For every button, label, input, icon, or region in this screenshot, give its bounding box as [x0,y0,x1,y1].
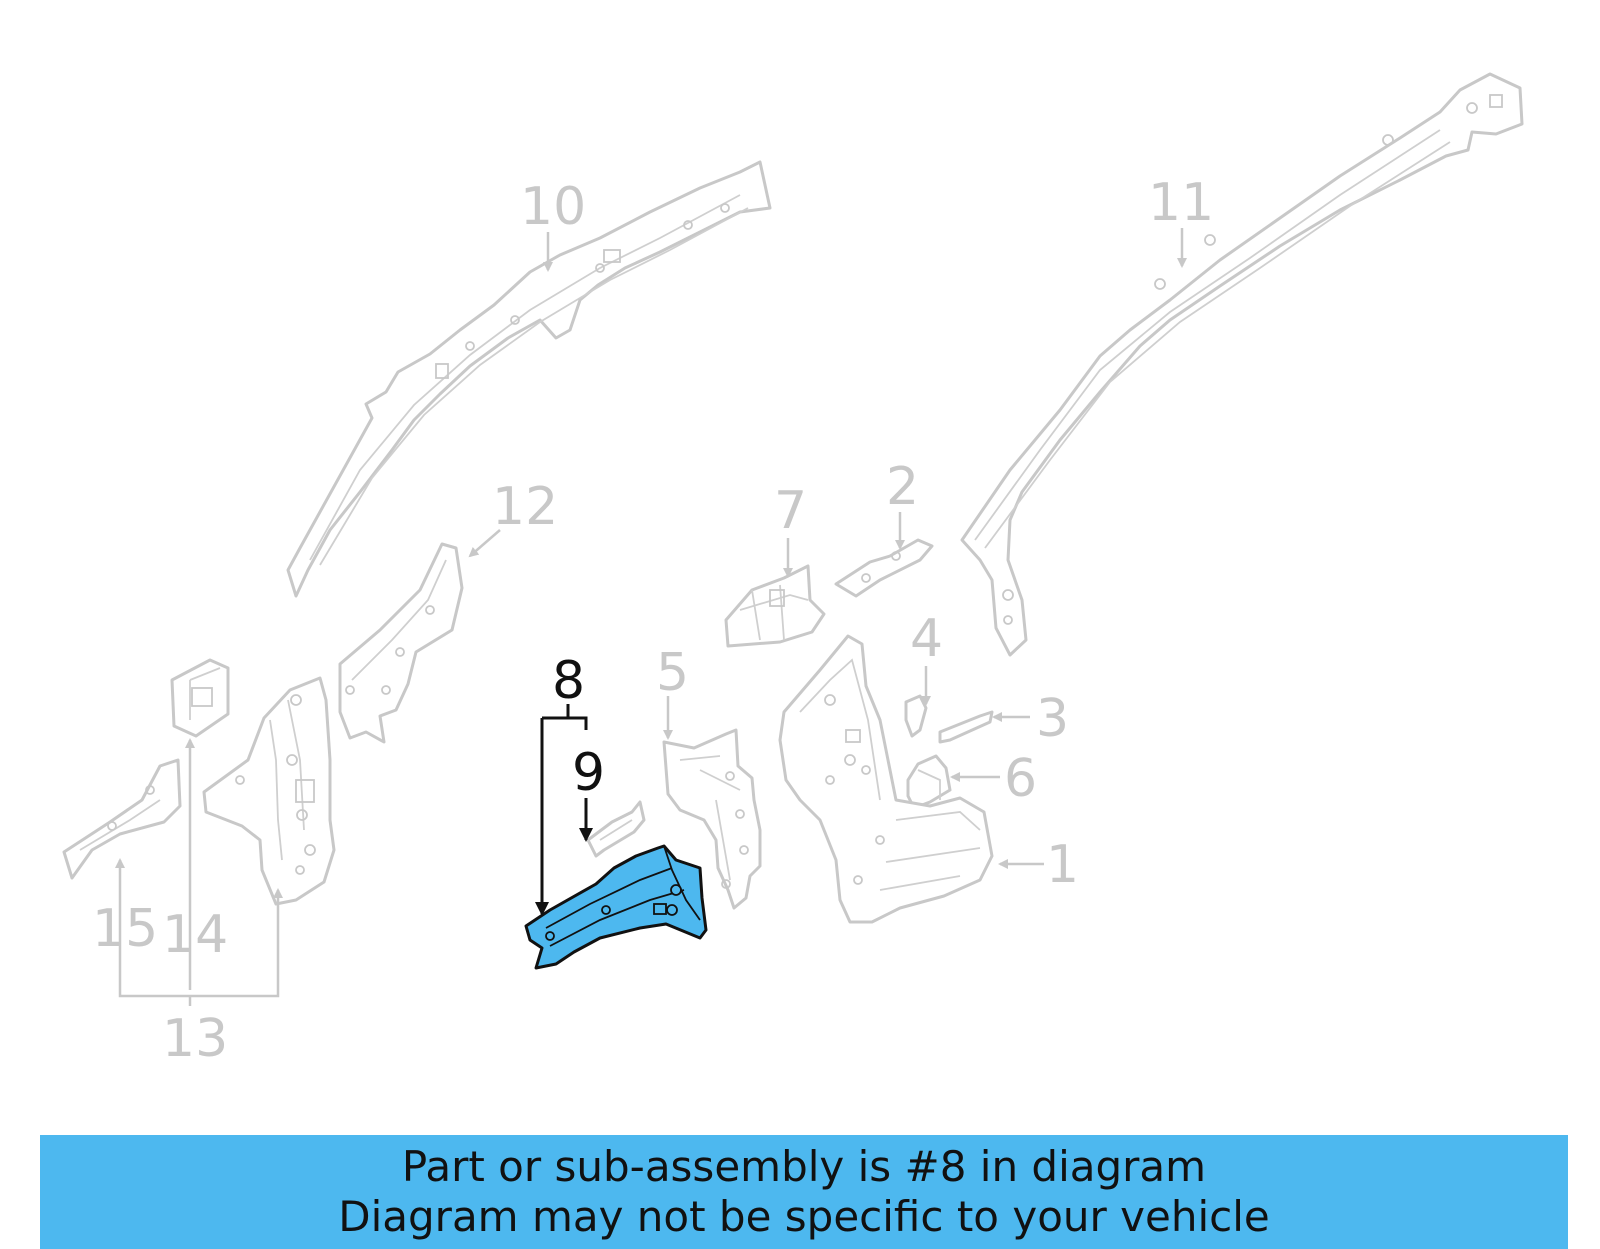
part-6-bracket [906,754,952,810]
leader-13 [118,888,283,998]
callout-2: 2 [886,457,919,517]
part-2-plate [834,538,934,598]
part-3-strip [938,710,994,744]
callout-11: 11 [1148,173,1214,233]
callout-13: 13 [162,1009,228,1069]
callout-labels: 1 2 3 4 5 6 7 8 9 10 11 12 13 14 15 [92,173,1214,1069]
part-11-roof-rail [960,72,1524,657]
callout-5: 5 [656,643,689,703]
callout-4: 4 [910,609,943,669]
callout-1: 1 [1046,835,1079,895]
leader-lines-active [535,704,593,916]
part-5-reinforcement [662,728,762,910]
banner-line-part: Part or sub-assembly is #8 in diagram [401,1142,1207,1191]
part-8-highlighted [524,844,708,970]
callout-8: 8 [552,651,585,711]
leader-lines [115,228,1187,1006]
callout-6: 6 [1004,749,1037,809]
info-banner: Part or sub-assembly is #8 in diagram Di… [40,1135,1568,1249]
callout-12: 12 [492,477,558,537]
callout-9: 9 [572,743,605,803]
leader-8-bracket [542,716,588,730]
part-9-bracket [586,800,646,858]
callout-15: 15 [92,899,158,959]
callout-10: 10 [520,177,586,237]
part-14-bracket [170,658,230,738]
callout-7: 7 [774,481,807,541]
part-1-pillar [778,634,994,924]
callout-14: 14 [162,905,228,965]
part-4-clip [904,694,928,738]
part-12-pillar [338,542,464,744]
part-7-bracket [724,564,826,648]
banner-line-disclaimer: Diagram may not be specific to your vehi… [338,1192,1270,1241]
callout-3: 3 [1036,689,1069,749]
part-13-side-inner [202,676,336,906]
part-10-roof-rail [286,160,772,598]
leader-12 [468,529,501,558]
part-15-bracket [62,758,182,880]
